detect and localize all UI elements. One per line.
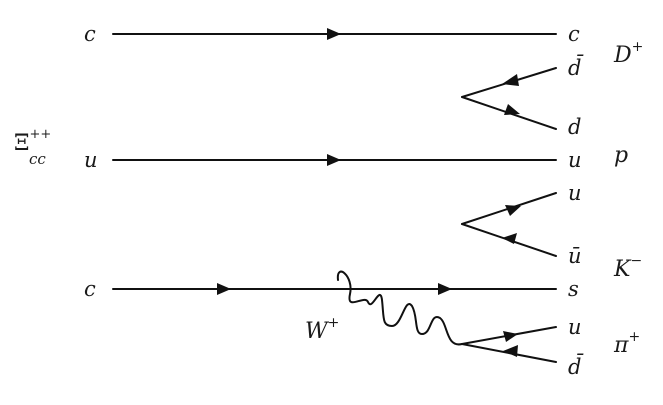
arrow-marker — [502, 74, 519, 86]
hadron-label-kminus: K− — [613, 253, 642, 282]
arrow-marker — [504, 104, 520, 115]
final-quark-ubar: ū — [568, 244, 582, 268]
xi-cc-subscript: cc — [29, 150, 46, 168]
arrow-marker — [327, 154, 341, 166]
final-quark-u-pair: u — [568, 181, 582, 205]
final-quark-u-proton: u — [568, 148, 582, 172]
hadron-label-proton: p — [614, 143, 628, 168]
quark-label-c1: c — [84, 22, 96, 46]
final-quark-s: s — [568, 277, 579, 301]
final-quark-dbar: d̄ — [568, 54, 584, 80]
arrow-marker — [502, 233, 517, 244]
w-boson-label: W+ — [305, 315, 339, 344]
final-quark-u-pion: u — [568, 315, 582, 339]
final-quark-d: d — [568, 115, 581, 139]
quark-label-u: u — [84, 148, 98, 172]
arrow-marker — [217, 283, 231, 295]
w-boson-propagator — [336, 270, 463, 346]
arrow-marker — [438, 283, 452, 295]
xi-cc-label: Ξ++ — [14, 127, 51, 156]
hadron-label-dplus: D+ — [613, 39, 643, 68]
hadron-label-piplus: π+ — [613, 329, 640, 358]
arrow-marker — [503, 345, 518, 357]
quark-label-c2: c — [84, 277, 96, 301]
arrow-marker — [505, 205, 521, 216]
arrow-marker — [503, 331, 518, 342]
final-quark-c: c — [568, 22, 580, 46]
final-quark-dbar-pion: d̄ — [568, 353, 584, 379]
arrow-marker — [327, 28, 341, 40]
